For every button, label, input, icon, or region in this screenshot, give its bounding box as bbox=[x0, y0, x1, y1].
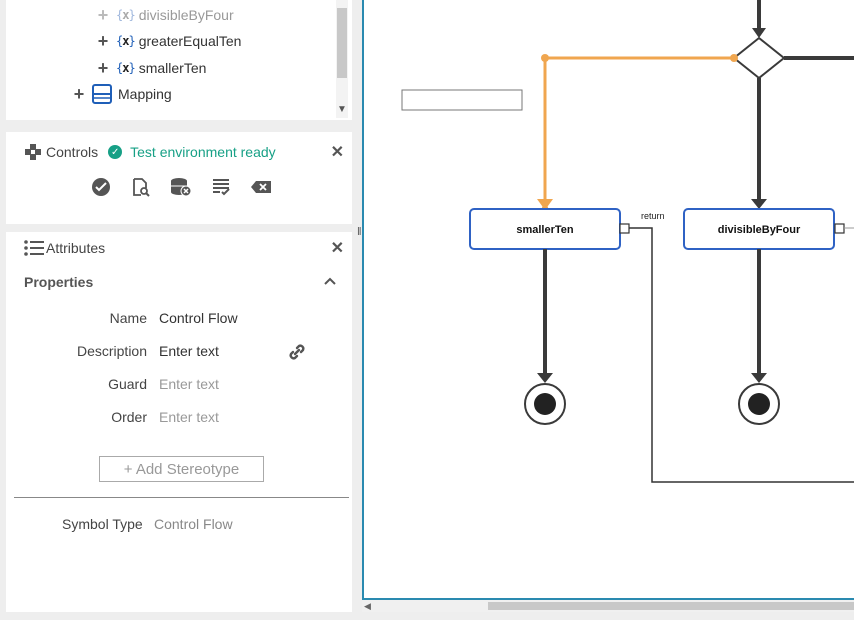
tree-item-divisiblebyfour[interactable]: + {x} divisibleByFour bbox=[94, 4, 234, 26]
scroll-down-icon[interactable]: ▼ bbox=[337, 104, 347, 115]
variable-icon: {x} bbox=[116, 61, 136, 75]
divider bbox=[14, 497, 349, 498]
check-circle-icon: ✓ bbox=[108, 145, 123, 159]
property-guard: Guard Enter text bbox=[6, 376, 352, 396]
add-stereotype-button[interactable]: + Add Stereotype bbox=[99, 456, 264, 482]
arrowhead bbox=[537, 199, 553, 210]
left-sidebar: + {x} divisibleByFour + {x} greaterEqual… bbox=[0, 0, 356, 620]
inspect-icon[interactable] bbox=[130, 176, 152, 198]
tree-item-label: divisibleByFour bbox=[138, 7, 234, 23]
final-node-dot bbox=[748, 393, 770, 415]
output-pin[interactable] bbox=[834, 223, 845, 234]
empty-text-box[interactable] bbox=[401, 89, 523, 111]
tag-clear-icon[interactable] bbox=[250, 176, 272, 198]
scroll-left-icon[interactable]: ◀ bbox=[364, 601, 371, 611]
scrollbar-thumb[interactable] bbox=[337, 8, 347, 78]
symbol-type-label: Symbol Type bbox=[62, 516, 143, 532]
order-field[interactable]: Enter text bbox=[159, 409, 219, 425]
run-check-icon[interactable] bbox=[90, 176, 112, 198]
status-badge: ✓ Test environment ready bbox=[108, 144, 276, 160]
controls-toolbar bbox=[90, 176, 272, 198]
diagram-canvas[interactable]: smallerTen return divisibleByFour bbox=[362, 0, 854, 600]
variable-icon: {x} bbox=[116, 8, 136, 22]
list-check-icon[interactable] bbox=[210, 176, 232, 198]
drag-handle-icon[interactable]: ‖ bbox=[357, 226, 362, 238]
node-label: divisibleByFour bbox=[718, 224, 801, 236]
expand-icon[interactable]: + bbox=[97, 58, 109, 78]
status-text: Test environment ready bbox=[130, 144, 276, 160]
property-label: Order bbox=[111, 409, 147, 425]
expand-icon[interactable]: + bbox=[97, 31, 109, 51]
attributes-panel: Attributes ✕ Properties Name Control Flo… bbox=[6, 232, 352, 612]
scrollbar-thumb[interactable] bbox=[488, 602, 854, 610]
return-edge[interactable] bbox=[629, 227, 854, 483]
property-description: Description Enter text bbox=[6, 343, 352, 363]
close-icon[interactable]: ✕ bbox=[330, 240, 344, 257]
controls-header: Controls ✓ Test environment ready ✕ bbox=[6, 140, 352, 164]
arrowhead bbox=[751, 199, 767, 209]
close-icon[interactable]: ✕ bbox=[330, 144, 344, 161]
description-field[interactable]: Enter text bbox=[159, 343, 219, 359]
property-label: Name bbox=[109, 310, 147, 326]
activity-diagram: smallerTen return divisibleByFour bbox=[401, 0, 854, 483]
attributes-header: Attributes ✕ bbox=[6, 236, 352, 260]
panel-splitter[interactable]: ‖ bbox=[356, 0, 362, 620]
tree-item-label: smallerTen bbox=[138, 60, 207, 76]
list-icon bbox=[24, 239, 46, 257]
property-name: Name Control Flow bbox=[6, 310, 352, 330]
tree-item-greaterequalten[interactable]: + {x} greaterEqualTen bbox=[94, 30, 242, 52]
model-tree-panel: + {x} divisibleByFour + {x} greaterEqual… bbox=[6, 0, 352, 120]
symbol-type-value: Control Flow bbox=[154, 516, 233, 532]
controls-title: Controls bbox=[46, 144, 99, 160]
properties-section-title[interactable]: Properties bbox=[24, 274, 94, 290]
tree-item-label: greaterEqualTen bbox=[138, 33, 242, 49]
chevron-up-icon[interactable] bbox=[324, 272, 336, 288]
selected-control-flow-edge[interactable] bbox=[543, 56, 734, 200]
variable-icon: {x} bbox=[116, 34, 136, 48]
edge-handle[interactable] bbox=[730, 54, 738, 62]
guard-field[interactable]: Enter text bbox=[159, 376, 219, 392]
gamepad-icon bbox=[24, 143, 46, 161]
decision-node[interactable] bbox=[732, 36, 786, 80]
tree-scrollbar[interactable]: ▼ bbox=[336, 0, 348, 118]
tree-item-mapping[interactable]: + Mapping bbox=[70, 83, 172, 105]
pin-label: return bbox=[641, 211, 665, 221]
canvas-horizontal-scrollbar[interactable]: ◀ bbox=[362, 600, 854, 612]
expand-icon[interactable]: + bbox=[97, 5, 109, 25]
property-label: Guard bbox=[108, 376, 147, 392]
node-label: smallerTen bbox=[516, 224, 574, 236]
arrowhead bbox=[537, 373, 553, 383]
property-label: Description bbox=[76, 343, 147, 359]
output-pin[interactable] bbox=[619, 223, 630, 234]
controls-panel: Controls ✓ Test environment ready ✕ bbox=[6, 132, 352, 224]
arrowhead bbox=[752, 28, 766, 38]
mapping-icon bbox=[92, 84, 112, 104]
link-icon[interactable] bbox=[286, 341, 308, 366]
attributes-title: Attributes bbox=[46, 240, 106, 256]
tree-item-smallerten[interactable]: + {x} smallerTen bbox=[94, 57, 207, 79]
database-clear-icon[interactable] bbox=[170, 176, 192, 198]
arrowhead bbox=[751, 373, 767, 383]
tree-item-label: Mapping bbox=[118, 86, 172, 102]
property-order: Order Enter text bbox=[6, 409, 352, 429]
name-field[interactable]: Control Flow bbox=[159, 310, 238, 326]
expand-icon[interactable]: + bbox=[73, 84, 85, 104]
final-node-dot bbox=[534, 393, 556, 415]
edge-handle[interactable] bbox=[541, 54, 549, 62]
